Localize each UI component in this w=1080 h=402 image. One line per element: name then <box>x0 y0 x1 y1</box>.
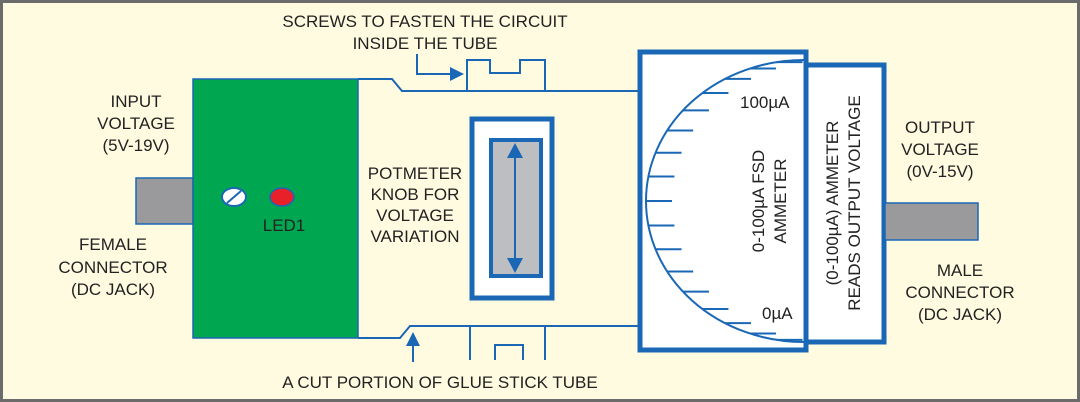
tube-arrowhead-icon <box>406 332 420 346</box>
potmeter-line2: KNOB FOR <box>371 185 460 204</box>
double-arrow-icon <box>507 143 523 273</box>
ammeter-ticks <box>646 61 803 341</box>
female-connector-line3: (DC JACK) <box>71 280 155 299</box>
male-connector-line3: (DC JACK) <box>918 305 1002 324</box>
potmeter-line3: VOLTAGE <box>376 206 454 225</box>
screws-arrowhead-icon <box>450 67 464 81</box>
female-connector-line2: CONNECTOR <box>58 258 167 277</box>
output-voltage-line2: VOLTAGE <box>901 140 979 159</box>
input-voltage-line2: VOLTAGE <box>97 114 175 133</box>
input-voltage-line1: INPUT <box>111 92 162 111</box>
input-voltage-line3: (5V-19V) <box>102 136 169 155</box>
female-connector-line1: FEMALE <box>79 235 147 254</box>
female-connector <box>135 177 194 225</box>
ammeter-label-line2: AMMETER <box>771 159 790 244</box>
screws-arrow <box>416 54 452 75</box>
top-screw <box>466 59 546 91</box>
male-connector-line1: MALE <box>937 261 983 280</box>
ammeter-extension <box>803 62 887 345</box>
scale-min-label: 0µA <box>762 304 793 323</box>
scale-max-label: 100µA <box>740 93 790 112</box>
output-voltage-line1: OUTPUT <box>905 118 975 137</box>
pcb-board <box>192 78 359 339</box>
male-connector-line2: CONNECTOR <box>905 283 1014 302</box>
potmeter-line4: VARIATION <box>370 227 459 246</box>
ammeter-reads-line1: (0-100µA) AMMETER <box>823 121 842 286</box>
tube-top-edge <box>358 78 638 92</box>
ammeter-label-line1: 0-100µA FSD <box>749 150 768 252</box>
ammeter-reads-line2: READS OUTPUT VOLTAGE <box>845 95 864 310</box>
male-connector <box>884 202 979 241</box>
potmeter-line1: POTMETER <box>368 164 462 183</box>
screw-icon <box>221 187 247 207</box>
led-label: LED1 <box>263 216 306 235</box>
screws-label-line1: SCREWS TO FASTEN THE CIRCUIT <box>282 12 567 31</box>
screws-label-line2: INSIDE THE TUBE <box>353 34 498 53</box>
output-voltage-line3: (0V-15V) <box>906 162 973 181</box>
bottom-screw <box>469 325 546 360</box>
tube-label: A CUT PORTION OF GLUE STICK TUBE <box>282 373 598 392</box>
led-icon <box>269 187 295 207</box>
